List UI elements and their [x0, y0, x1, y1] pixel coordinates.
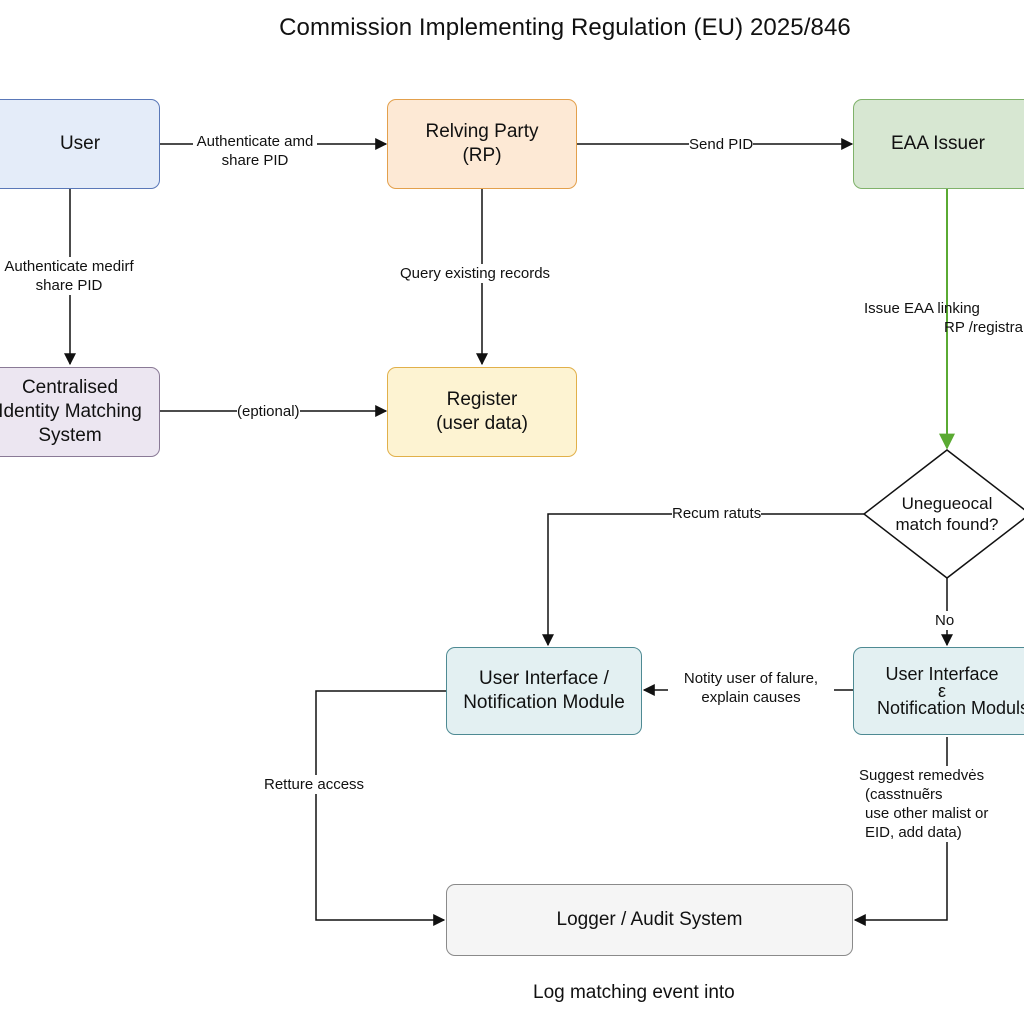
node-identity-matching-line2: Identity Matching [0, 401, 142, 422]
diagram-title: Commission Implementing Regulation (EU) … [279, 14, 851, 41]
edge-label-decision-to-ui-left-text: Recum ratuts [672, 505, 762, 522]
node-user: User [0, 99, 160, 189]
edge-label-rp-to-issuer: Send PID [689, 135, 754, 154]
edge-label-ui-right-to-logger-line1: Suggest remedvės [859, 767, 985, 784]
edge-label-ui-right-to-ui-left-line2: explain causes [701, 689, 801, 706]
node-ui-right-line1: User Interface [885, 663, 999, 684]
edge-label-decision-no: No [935, 611, 955, 630]
edge-label-rp-to-issuer-text: Send PID [689, 136, 754, 153]
edge-label-issuer-to-decision-line1: Issue EAA linking [864, 300, 980, 317]
edge-label-ui-left-to-logger: Retture access [264, 775, 365, 794]
node-logger: Logger / Audit System [446, 884, 853, 956]
edge-label-user-to-rp: Authenticate amd share PID [193, 132, 317, 170]
edge-label-ui-right-to-ui-left: Notity user of falure, explain causes [668, 669, 834, 707]
edge-label-ui-right-to-logger-line3: use other malist or [865, 805, 989, 822]
node-eaa-issuer: EAA Issuer [853, 99, 1024, 189]
node-ui-left-line1: User Interface / [479, 668, 609, 689]
edge-label-user-to-matching: Authenticate medirf share PID [0, 257, 138, 295]
footer-caption: Log matching event into [533, 982, 735, 1003]
node-identity-matching-line3: System [38, 425, 102, 446]
node-ui-right-line2: ε [937, 680, 947, 701]
edge-label-issuer-to-decision: Issue EAA linking RP /registra [864, 299, 1023, 337]
node-register-line2: (user data) [436, 413, 528, 434]
edge-label-user-to-rp-line1: Authenticate amd [196, 133, 314, 150]
edge-decision-to-ui-left [542, 513, 864, 647]
edge-label-ui-left-to-logger-text: Retture access [264, 776, 365, 793]
edge-label-matching-to-register: (eptional) [237, 402, 300, 421]
edge-label-user-to-matching-line1: Authenticate medirf [4, 258, 134, 275]
edge-label-ui-right-to-ui-left-line1: Notity user of falure, [683, 670, 819, 687]
node-decision-line1: Unegueocal [901, 494, 993, 513]
node-relying-party-line1: Relving Party [425, 121, 539, 142]
edge-ui-left-to-logger [315, 690, 446, 926]
node-ui-right-line3: Notification Moduls [876, 697, 1024, 718]
edge-label-ui-right-to-logger-line4: EID, add data) [865, 824, 962, 841]
node-register: Register (user data) [387, 367, 577, 457]
node-ui-left: User Interface / Notification Module [446, 647, 642, 735]
node-register-line1: Register [446, 389, 518, 410]
edge-label-matching-to-register-text: (eptional) [237, 403, 300, 420]
edge-label-ui-right-to-logger-line2: (casstnuẽrs [865, 786, 943, 803]
edge-label-decision-to-ui-left: Recum ratuts [672, 504, 762, 523]
edge-label-user-to-rp-line2: share PID [221, 152, 289, 169]
node-identity-matching: Centralised Identity Matching System [0, 367, 160, 457]
node-relying-party: Relving Party (RP) [387, 99, 577, 189]
node-relying-party-line2: (RP) [462, 145, 502, 166]
edge-label-decision-no-text: No [935, 612, 955, 629]
edge-label-issuer-to-decision-line2: RP /registra [944, 319, 1023, 336]
node-ui-right: User Interface ε Notification Moduls [853, 647, 1024, 735]
edge-label-rp-to-register-text: Query existing records [400, 265, 551, 282]
edge-label-user-to-matching-line2: share PID [35, 277, 103, 294]
node-ui-left-line2: Notification Module [463, 692, 625, 713]
edge-label-rp-to-register: Query existing records [400, 264, 551, 283]
node-decision-line2: match found? [895, 515, 999, 534]
node-logger-label: Logger / Audit System [556, 909, 743, 930]
node-eaa-issuer-label: EAA Issuer [891, 133, 985, 154]
edge-label-ui-right-to-logger: Suggest remedvės (casstnuẽrs use other m… [859, 766, 989, 842]
node-identity-matching-line1: Centralised [21, 377, 119, 398]
node-decision: Unegueocal match found? [880, 493, 1014, 535]
node-user-label: User [59, 133, 101, 154]
